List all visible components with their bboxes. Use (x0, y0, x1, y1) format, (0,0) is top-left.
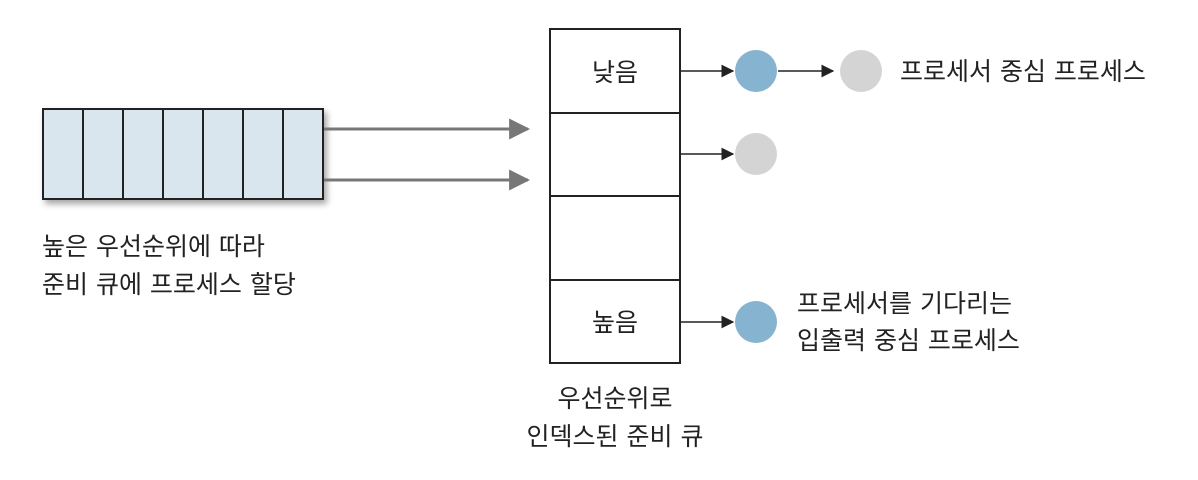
io-bound-process-label-line1: 프로세서를 기다리는 (797, 289, 1012, 318)
queue-cell (44, 110, 84, 198)
priority-slot-low: 낮음 (551, 30, 679, 114)
priority-slot-high: 높음 (591, 308, 638, 338)
queue-cell (284, 110, 322, 198)
io-bound-process-label-line2: 입출력 중심 프로세스 (797, 326, 1020, 355)
process-circle-gray-low (840, 50, 882, 92)
process-circle-blue-low (735, 50, 777, 92)
queue-cell (204, 110, 244, 198)
priority-slot-2 (551, 114, 679, 197)
incoming-ready-queue (42, 108, 324, 200)
priority-slot-3 (551, 197, 679, 281)
queue-caption-line2: 준비 큐에 프로세스 할당 (42, 270, 296, 299)
priority-indexed-queue: 낮음 높음 (549, 28, 681, 364)
cpu-bound-process-label: 프로세서 중심 프로세스 (900, 57, 1146, 86)
priority-queue-caption-line2: 인덱스된 준비 큐 (526, 422, 704, 451)
process-circle-blue-high (735, 301, 777, 343)
queue-cell (164, 110, 204, 198)
queue-cell (244, 110, 284, 198)
priority-queue-caption-line1: 우선순위로 (557, 384, 673, 413)
queue-cell (124, 110, 164, 198)
process-circle-gray-slot2 (735, 133, 777, 175)
queue-caption-line1: 높은 우선순위에 따라 (42, 232, 265, 261)
queue-cell (84, 110, 124, 198)
